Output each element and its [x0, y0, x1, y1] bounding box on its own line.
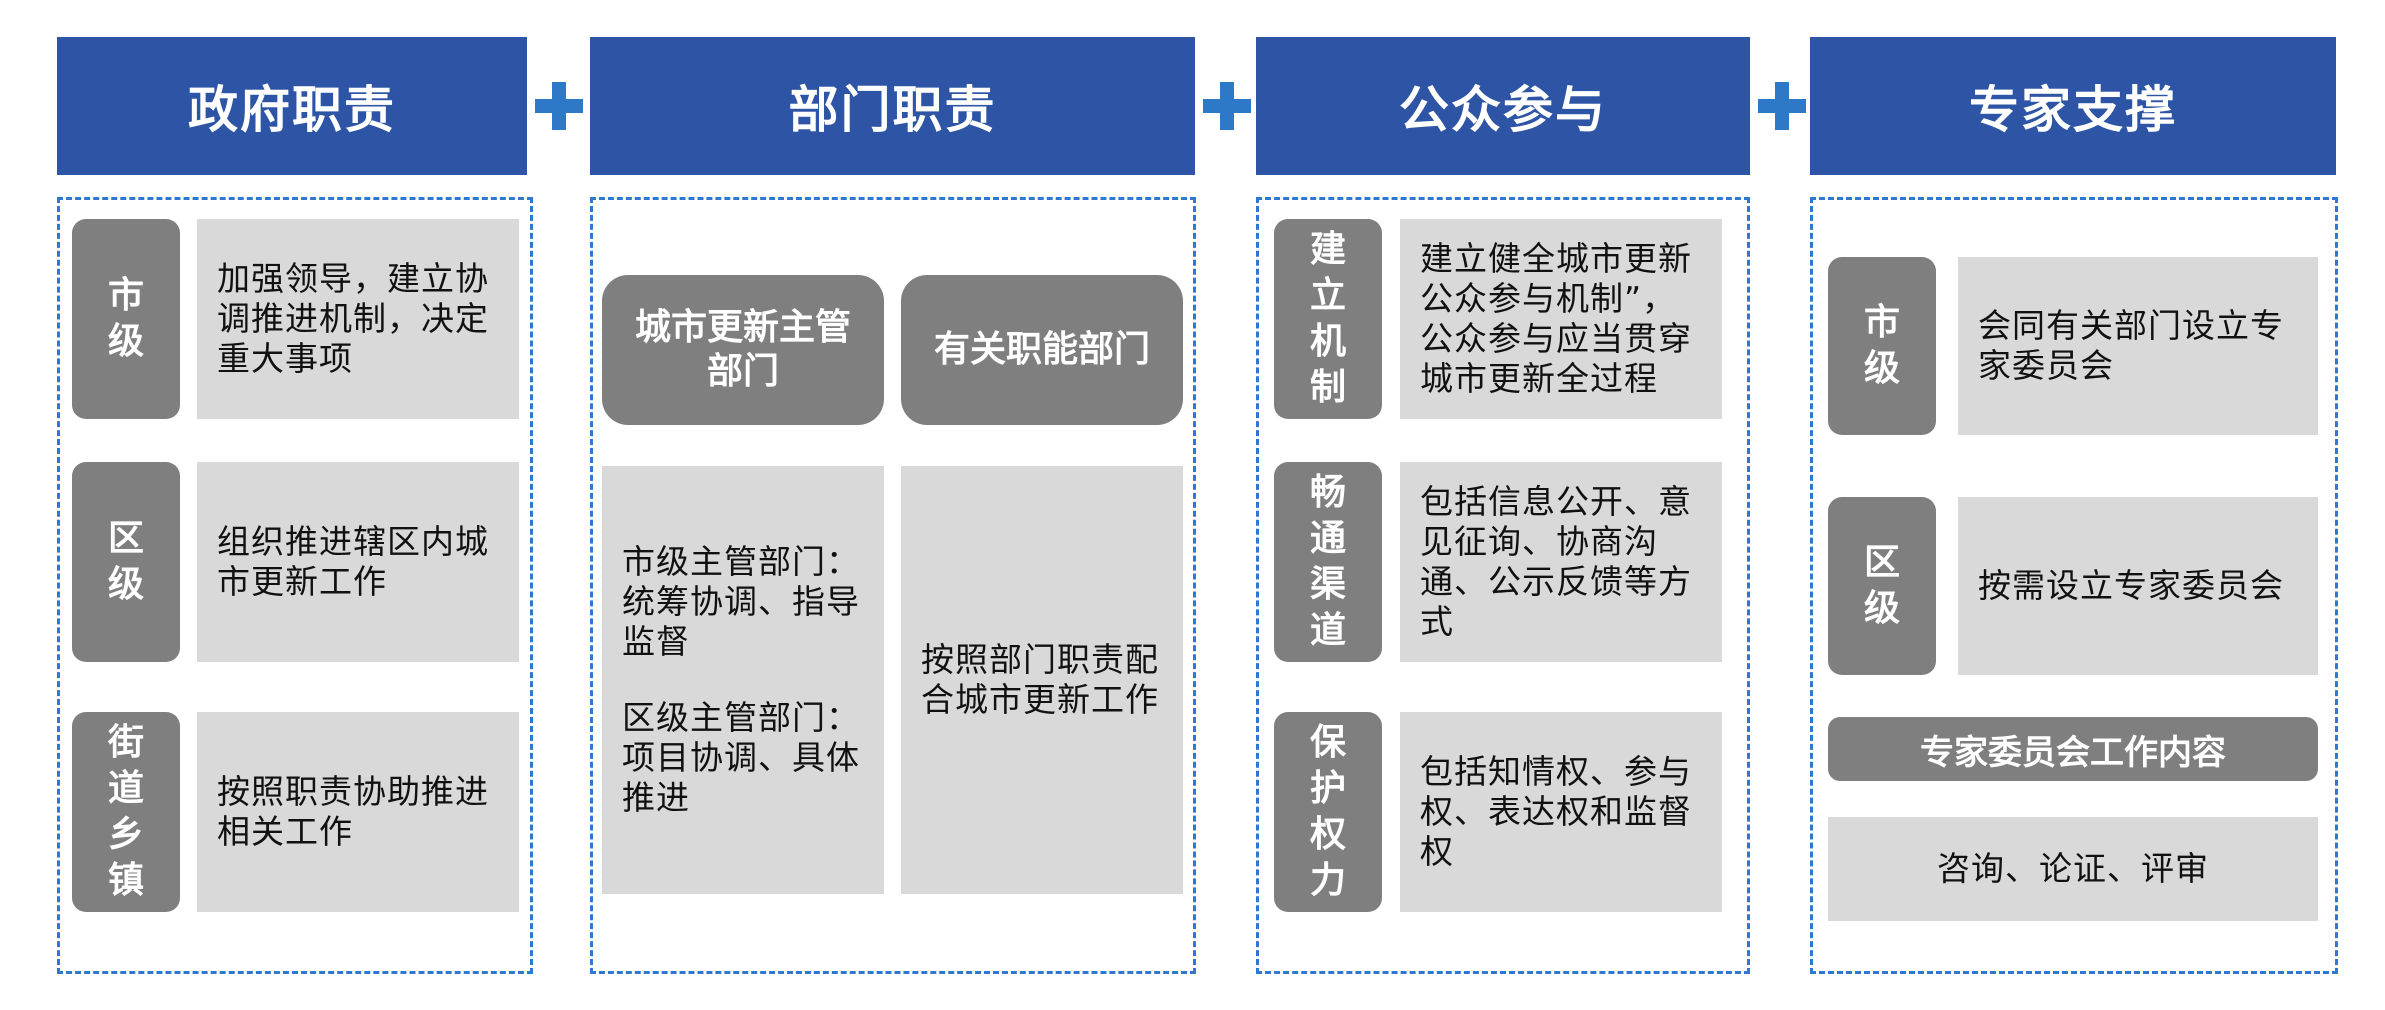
- expert-text-district: 按需设立专家委员会: [1958, 497, 2318, 675]
- expert-level-label-city: 市级: [1828, 257, 1936, 435]
- duty-text-city: 加强领导，建立协调推进机制，决定重大事项: [197, 219, 519, 419]
- expert-committee-title: 专家委员会工作内容: [1828, 717, 2318, 781]
- text-protect-rights: 包括知情权、参与权、表达权和监督权: [1400, 712, 1722, 912]
- box-title-functional-dept: 有关职能部门: [901, 275, 1183, 425]
- expert-text-city: 会同有关部门设立专家委员会: [1958, 257, 2318, 435]
- box-title-urban-renewal-dept: 城市更新主管部门: [602, 275, 884, 425]
- label-build-mechanism: 建立机制: [1274, 219, 1382, 419]
- header-government: 政府职责: [57, 37, 527, 175]
- text-build-mechanism: 建立健全城市更新公众参与机制”，公众参与应当贯穿城市更新全过程: [1400, 219, 1722, 419]
- duty-text-district: 组织推进辖区内城市更新工作: [197, 462, 519, 662]
- duty-text-street: 按照职责协助推进相关工作: [197, 712, 519, 912]
- level-label-street: 街道乡镇: [72, 712, 180, 912]
- functional-dept-text: 按照部门职责配合城市更新工作: [901, 466, 1183, 894]
- level-label-district: 区级: [72, 462, 180, 662]
- level-label-city: 市级: [72, 219, 180, 419]
- header-expert: 专家支撑: [1810, 37, 2336, 175]
- panel-expert: [1810, 197, 2338, 974]
- header-department: 部门职责: [590, 37, 1195, 175]
- header-public: 公众参与: [1256, 37, 1750, 175]
- expert-committee-text: 咨询、论证、评审: [1828, 817, 2318, 921]
- urban-renewal-dept-text: 市级主管部门：统筹协调、指导监督 区级主管部门：项目协调、具体推进: [602, 466, 884, 894]
- label-open-channels: 畅通渠道: [1274, 462, 1382, 662]
- plus-icon: [1758, 82, 1806, 130]
- expert-level-label-district: 区级: [1828, 497, 1936, 675]
- text-open-channels: 包括信息公开、意见征询、协商沟通、公示反馈等方式: [1400, 462, 1722, 662]
- panel-department: [590, 197, 1196, 974]
- label-protect-rights: 保护权力: [1274, 712, 1382, 912]
- plus-icon: [1203, 82, 1251, 130]
- plus-icon: [535, 82, 583, 130]
- panel-public: [1256, 197, 1750, 974]
- panel-government: [57, 197, 533, 974]
